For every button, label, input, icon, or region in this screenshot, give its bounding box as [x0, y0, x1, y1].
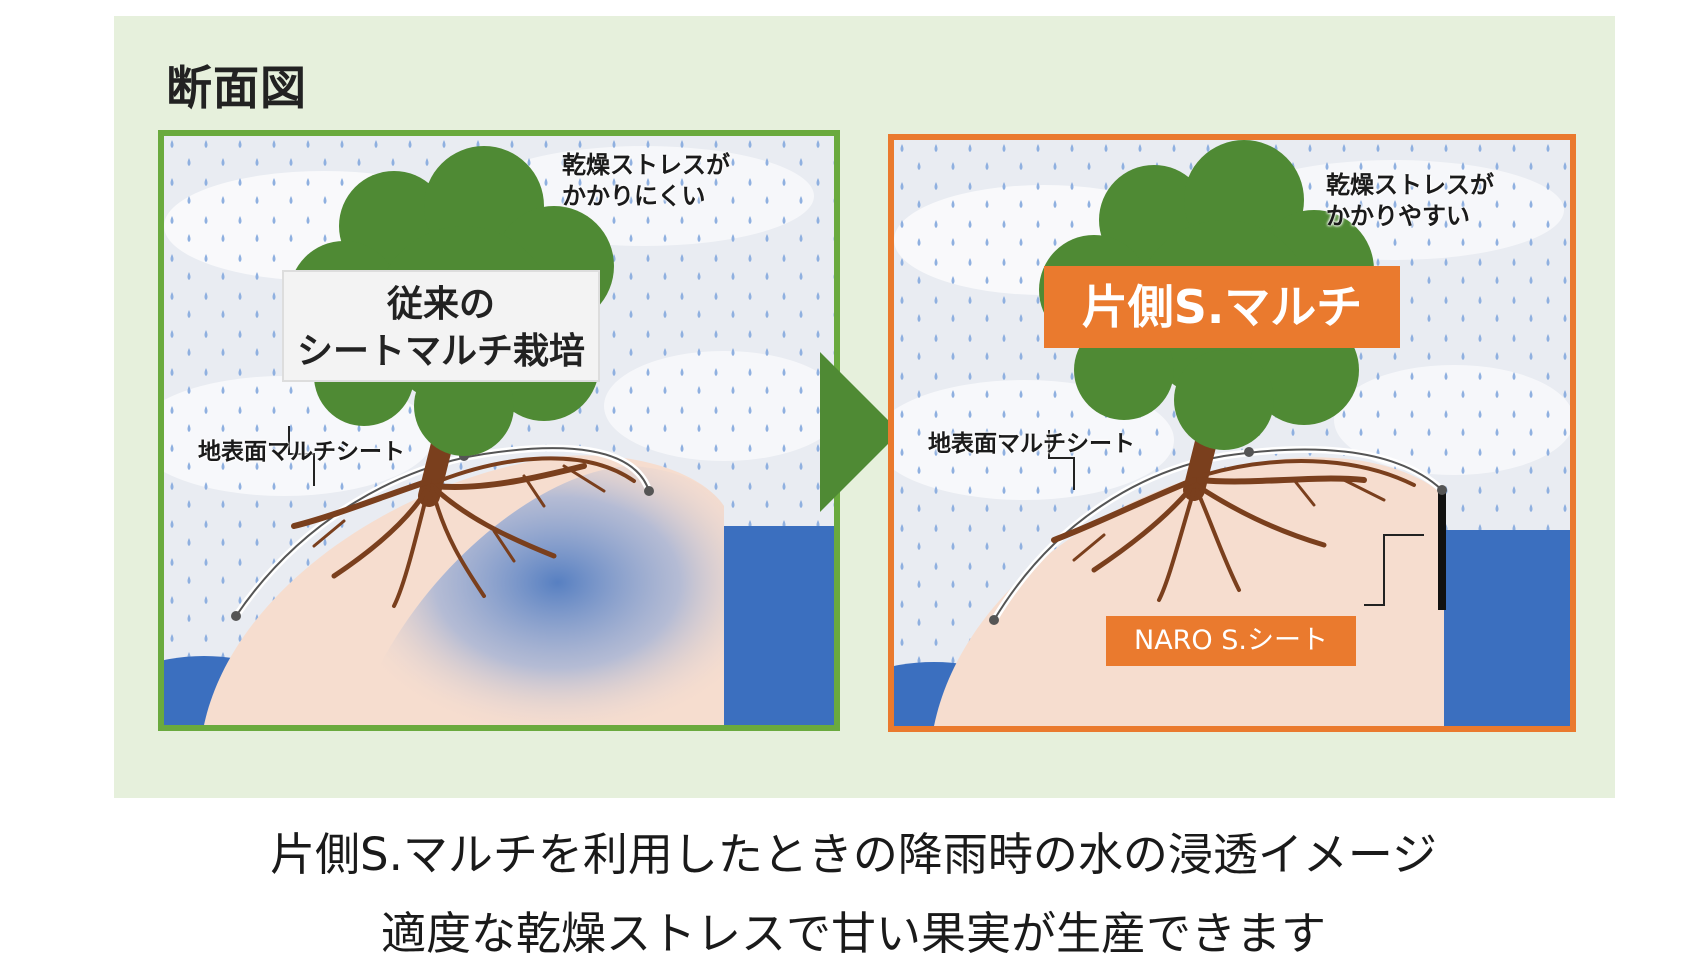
- caption-line-2: 適度な乾燥ストレスで甘い果実が生産できます: [380, 907, 1326, 960]
- section-title: 断面図: [166, 61, 307, 115]
- conventional-mulch-title: 従来の シートマルチ栽培: [282, 270, 600, 382]
- katagawa-mulch-scene: 片側S.マルチ 乾燥ストレスが かかりやすい 地表面マルチシート NARO S.…: [888, 134, 1576, 732]
- mulch-sheet-label-left: 地表面マルチシート: [198, 439, 405, 465]
- stress-note-right-line1: 乾燥ストレスが: [1326, 171, 1494, 199]
- katagawa-mulch-title: 片側S.マルチ: [1044, 266, 1400, 348]
- conventional-title-line2: シートマルチ栽培: [296, 331, 585, 372]
- stress-note-left: 乾燥ストレスが かかりにくい: [562, 150, 730, 212]
- conventional-mulch-scene: 従来の シートマルチ栽培 乾燥ストレスが かかりにくい 地表面マルチシート: [158, 130, 840, 731]
- naro-sheet-label: NARO S.シート: [1106, 616, 1356, 666]
- stress-note-right: 乾燥ストレスが かかりやすい: [1326, 170, 1494, 232]
- mulch-sheet-label-right: 地表面マルチシート: [928, 431, 1135, 457]
- caption-line-1: 片側S.マルチを利用したときの降雨時の水の浸透イメージ: [270, 828, 1437, 881]
- stress-note-left-line1: 乾燥ストレスが: [562, 151, 730, 179]
- transition-arrow-icon: [820, 352, 900, 512]
- stress-note-right-line2: かかりやすい: [1326, 202, 1470, 230]
- conventional-title-line1: 従来の: [386, 284, 495, 325]
- conventional-cross-section-illustration: [164, 136, 834, 725]
- stress-note-left-line2: かかりにくい: [562, 182, 706, 210]
